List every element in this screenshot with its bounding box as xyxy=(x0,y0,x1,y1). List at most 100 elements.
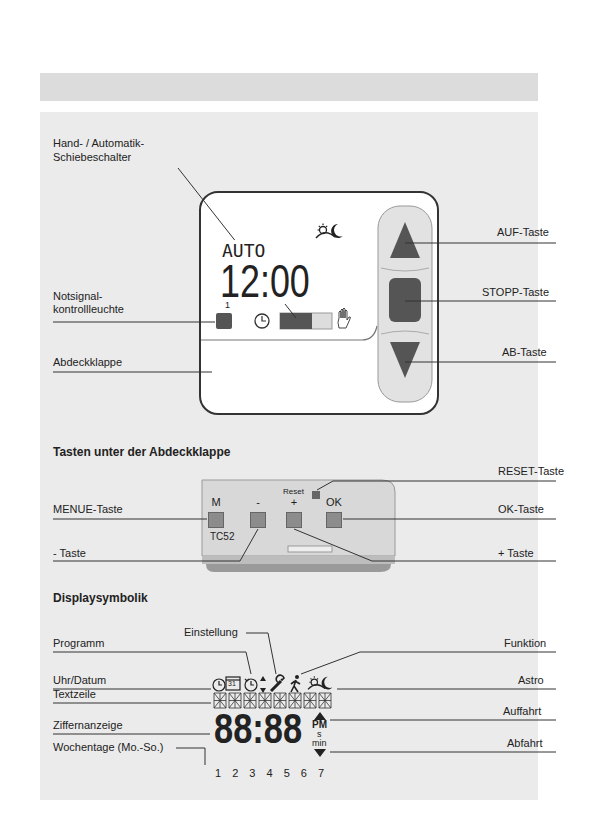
key-label: + xyxy=(282,496,306,509)
leader-line xyxy=(53,481,556,561)
lcd-digits: 88:88 xyxy=(214,708,302,750)
display-icons xyxy=(260,676,266,681)
header-band xyxy=(40,73,538,101)
leader-line xyxy=(53,372,212,373)
display-icons xyxy=(213,679,225,691)
display-icons xyxy=(314,712,326,720)
segment-row xyxy=(214,693,331,708)
leader-line xyxy=(53,734,210,735)
segment-row xyxy=(259,693,271,708)
leader-line xyxy=(405,243,556,244)
panel-ground xyxy=(40,112,538,800)
display-icons xyxy=(213,675,300,693)
display-icons xyxy=(291,680,300,692)
model-label: TC52 xyxy=(210,531,234,543)
key-cap xyxy=(326,512,342,528)
callout-label: Hand- / Automatik- Schiebeschalter xyxy=(53,136,168,164)
leader-line xyxy=(301,652,556,674)
flap-panel xyxy=(206,564,391,572)
segment-row xyxy=(304,693,316,708)
display-icons xyxy=(314,749,326,757)
callout-label: RESET-Taste xyxy=(498,465,564,478)
callout-label: Einstellung xyxy=(184,626,238,639)
device-housing xyxy=(200,192,438,414)
lcd-icon xyxy=(316,224,343,239)
callout-label: + Taste xyxy=(498,547,534,560)
leader-line xyxy=(317,481,556,490)
callout-label: Astro xyxy=(518,674,544,687)
key-label: OK xyxy=(322,496,346,509)
key-button: OK xyxy=(322,496,346,528)
callout-label: Uhr/Datum xyxy=(53,674,106,687)
callout-label: Wochentage (Mo.-So.) xyxy=(53,741,163,754)
weekday-numbers: 1 2 3 4 5 6 7 xyxy=(215,767,324,780)
callout-label: - Taste xyxy=(53,547,86,560)
lcd-time: 12:00 xyxy=(220,258,310,304)
callout-label: MENUE-Taste xyxy=(53,503,123,516)
segment-row xyxy=(289,693,301,708)
leader-line xyxy=(405,301,556,302)
display-icons xyxy=(308,676,332,689)
leader-line xyxy=(53,703,211,704)
key-label: - xyxy=(246,496,270,509)
key-button: + xyxy=(282,496,306,528)
lcd-unit: PM xyxy=(312,720,327,730)
callout-label: OK-Taste xyxy=(498,503,544,516)
callout-label: Notsignal- kontrollleuchte xyxy=(53,290,145,316)
callout-label: STOPP-Taste xyxy=(482,286,549,299)
display-icons xyxy=(295,675,299,679)
button-capsule xyxy=(390,222,420,258)
device-housing xyxy=(200,192,438,414)
leader-line xyxy=(246,633,276,674)
display-icons xyxy=(308,676,332,757)
key-cap xyxy=(208,512,224,528)
key-button: - xyxy=(246,496,270,528)
mode-switch xyxy=(338,308,350,328)
lcd-unit: min xyxy=(312,739,327,748)
key-label: M xyxy=(204,496,228,509)
segment-row xyxy=(214,693,226,708)
callout-label: Abdeckklappe xyxy=(53,356,122,369)
flap-panel xyxy=(202,556,395,564)
mode-switch xyxy=(262,316,266,321)
callout-label: Funktion xyxy=(504,637,546,650)
button-capsule xyxy=(378,206,432,402)
header-band xyxy=(40,73,538,101)
leader-line xyxy=(337,689,556,690)
mode-switch xyxy=(280,313,332,329)
section-heading: Tasten unter der Abdeckklappe xyxy=(53,445,230,459)
callout-label: Auffahrt xyxy=(503,705,541,718)
button-capsule xyxy=(389,278,421,322)
display-icons xyxy=(260,688,266,693)
flap-panel xyxy=(202,480,395,556)
segment-row xyxy=(274,693,286,708)
leader-line xyxy=(53,652,251,674)
leader-line xyxy=(53,529,258,561)
leader-line xyxy=(330,720,556,721)
leader-line xyxy=(53,322,215,323)
display-icons xyxy=(219,681,222,685)
display-icons xyxy=(271,681,281,691)
calendar-number: 31 xyxy=(228,680,236,688)
display-icons xyxy=(245,679,257,691)
section-heading: Displaysymbolik xyxy=(53,591,148,605)
key-cap xyxy=(286,512,302,528)
callout-label: AB-Taste xyxy=(502,346,547,359)
segment-row xyxy=(229,693,241,708)
callout-label: Textzeile xyxy=(53,688,96,701)
display-icons xyxy=(245,679,254,685)
lcd-channel: 1 xyxy=(225,300,230,311)
callout-label: Programm xyxy=(53,637,104,650)
callout-label: Ziffernanzeige xyxy=(53,719,123,732)
button-capsule xyxy=(390,342,420,378)
mode-switch xyxy=(255,314,269,328)
key-label: Reset xyxy=(283,487,304,497)
leader-line xyxy=(176,748,205,765)
display-icons xyxy=(226,677,240,690)
button-capsule xyxy=(378,206,432,402)
lcd-icon xyxy=(316,224,343,239)
emergency-led xyxy=(216,313,232,329)
segment-row xyxy=(244,693,256,708)
leader-line xyxy=(330,752,556,753)
